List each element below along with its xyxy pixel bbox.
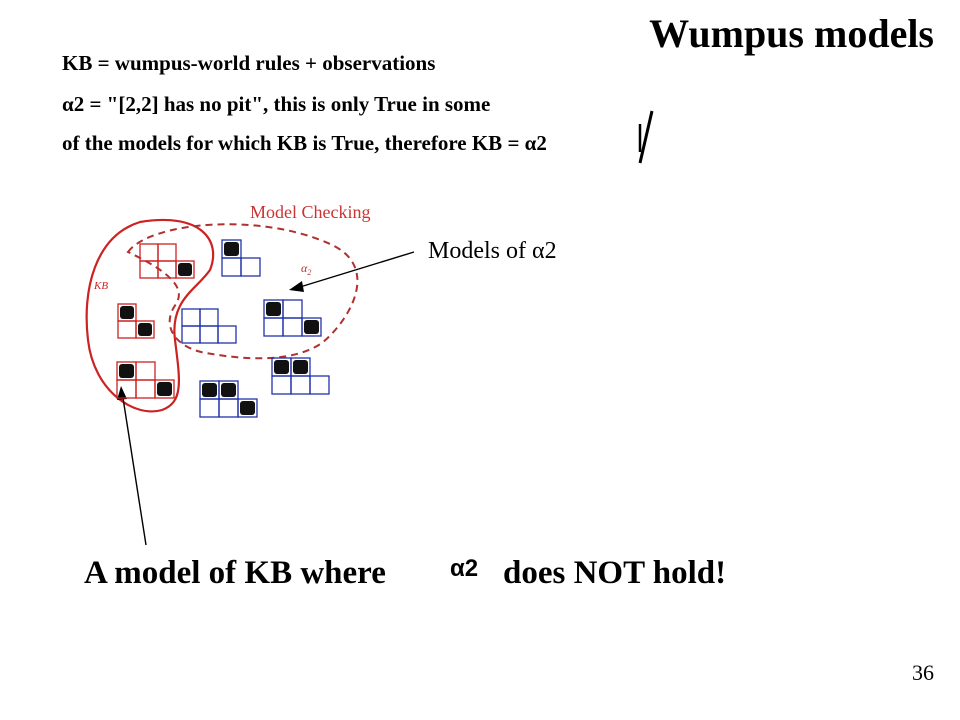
- caption-start: A model of KB where: [84, 555, 386, 591]
- kb-region: [85, 218, 215, 413]
- kb-definition-line: KB = wumpus-world rules + observations: [62, 51, 436, 75]
- caption-alpha: α2: [450, 555, 479, 582]
- caption-end: does NOT hold!: [503, 555, 727, 591]
- kb-model-top: [139, 243, 195, 279]
- entailment-conclusion-line: of the models for which KB is True, ther…: [62, 131, 547, 155]
- models-of-alpha2-label: Models of α2: [428, 238, 557, 264]
- kb-model-bottom: [116, 361, 175, 399]
- alpha2-model-1: [221, 239, 261, 277]
- models-label-arrow: [299, 251, 415, 288]
- page-number: 36: [912, 660, 934, 685]
- kb-region-label: KB: [93, 280, 108, 292]
- caption-arrow: [122, 397, 147, 546]
- kb-model-middle: [117, 303, 155, 339]
- alpha2-model-3: [263, 299, 322, 337]
- model-checking-label: Model Checking: [250, 202, 371, 222]
- alpha2-model-4: [271, 357, 330, 395]
- alpha2-definition-line: α2 = "[2,2] has no pit", this is only Tr…: [62, 92, 491, 116]
- alpha2-model-2: [181, 308, 237, 344]
- alpha2-region: [126, 223, 359, 360]
- alpha2-region-label: α2: [301, 261, 311, 277]
- caption-arrowhead: [117, 386, 127, 400]
- not-entails-slash: [638, 110, 654, 164]
- models-label-arrowhead: [289, 281, 304, 292]
- slide-title: Wumpus models: [649, 11, 934, 56]
- alpha2-model-5: [199, 380, 258, 418]
